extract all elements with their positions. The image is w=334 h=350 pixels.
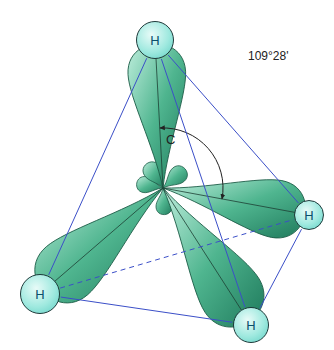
lobe-axis <box>40 188 163 294</box>
atom-symbol: H <box>150 34 159 47</box>
hydrogen-atom: H <box>20 274 60 314</box>
atom-symbol: H <box>246 319 255 332</box>
lobe-axis <box>163 188 251 325</box>
bond-angle-arc <box>160 128 223 199</box>
hydrogen-atom: H <box>294 200 324 230</box>
atom-symbol: H <box>304 209 313 222</box>
atom-symbol: H <box>35 288 44 301</box>
hydrogen-atom: H <box>233 307 269 343</box>
orbital-lobes <box>35 40 309 327</box>
tetrahedron-edge <box>161 59 245 307</box>
atom-label: C <box>166 133 175 146</box>
tetrahedron-edge <box>168 55 298 203</box>
tetrahedron-edge <box>260 229 302 308</box>
lobe-axis <box>155 40 163 188</box>
minor-lobe <box>163 166 187 188</box>
tetrahedron-edge <box>60 220 293 289</box>
hydrogen-atom: H <box>136 21 174 59</box>
tetrahedron-edge <box>61 297 232 322</box>
angle-label: 109°28' <box>248 50 288 62</box>
tetrahedron-edge <box>49 58 147 275</box>
